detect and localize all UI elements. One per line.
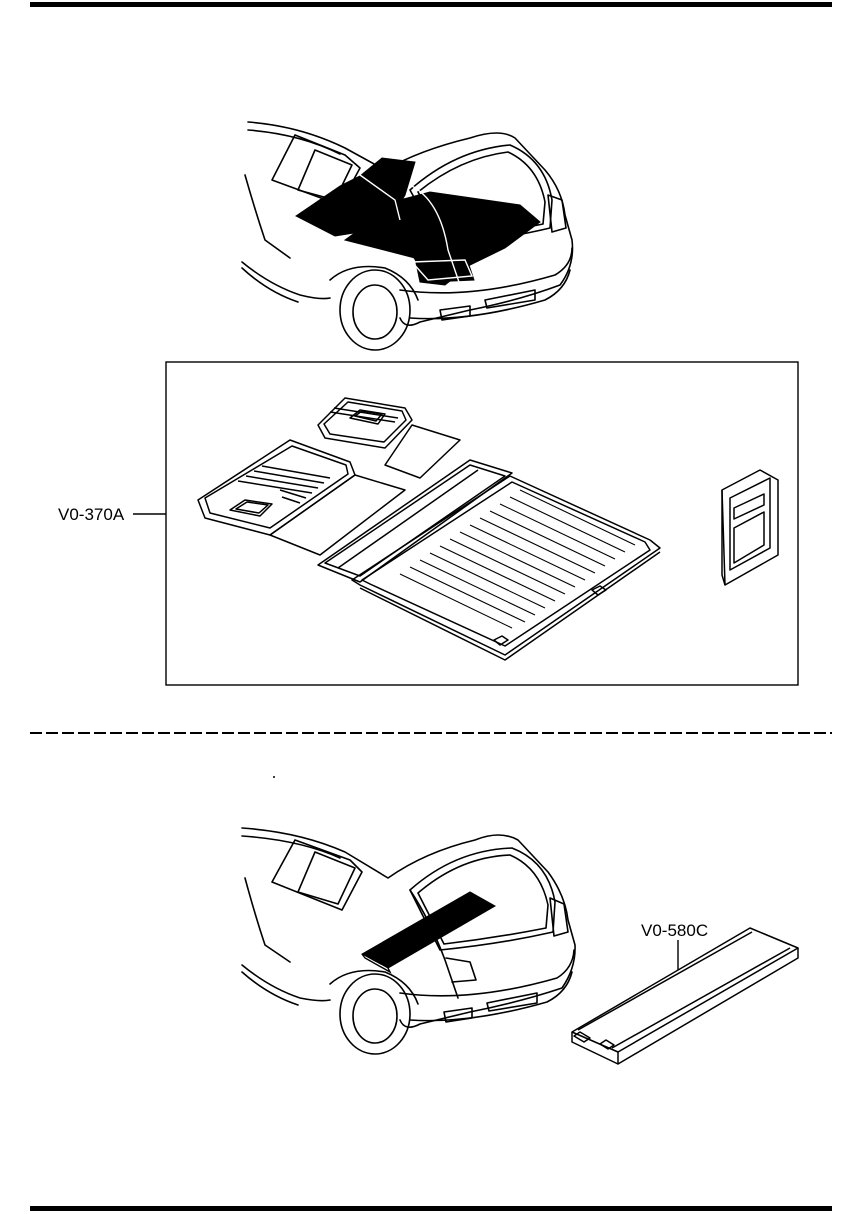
cargo-tray-highlight-outlines	[359, 174, 474, 286]
cargo-mat-highlight-edge	[361, 953, 392, 974]
top-border-rule	[30, 2, 832, 7]
cargo-mat-highlight	[360, 891, 497, 969]
kit-contents-frame	[165, 361, 799, 686]
cargo-tray-highlight-top	[295, 157, 541, 286]
part-code-label: V0-370A	[58, 505, 125, 524]
instruction-leaflet	[721, 469, 779, 586]
cargo-mat-part	[571, 927, 799, 1065]
car-rear-view-bottom	[241, 827, 576, 1055]
cargo-tray-set	[197, 397, 661, 661]
car-rear-view-top	[241, 121, 574, 351]
stray-mark	[273, 776, 275, 778]
bottom-border-rule	[30, 1206, 832, 1211]
part-code-label: V0-580C	[641, 921, 708, 940]
